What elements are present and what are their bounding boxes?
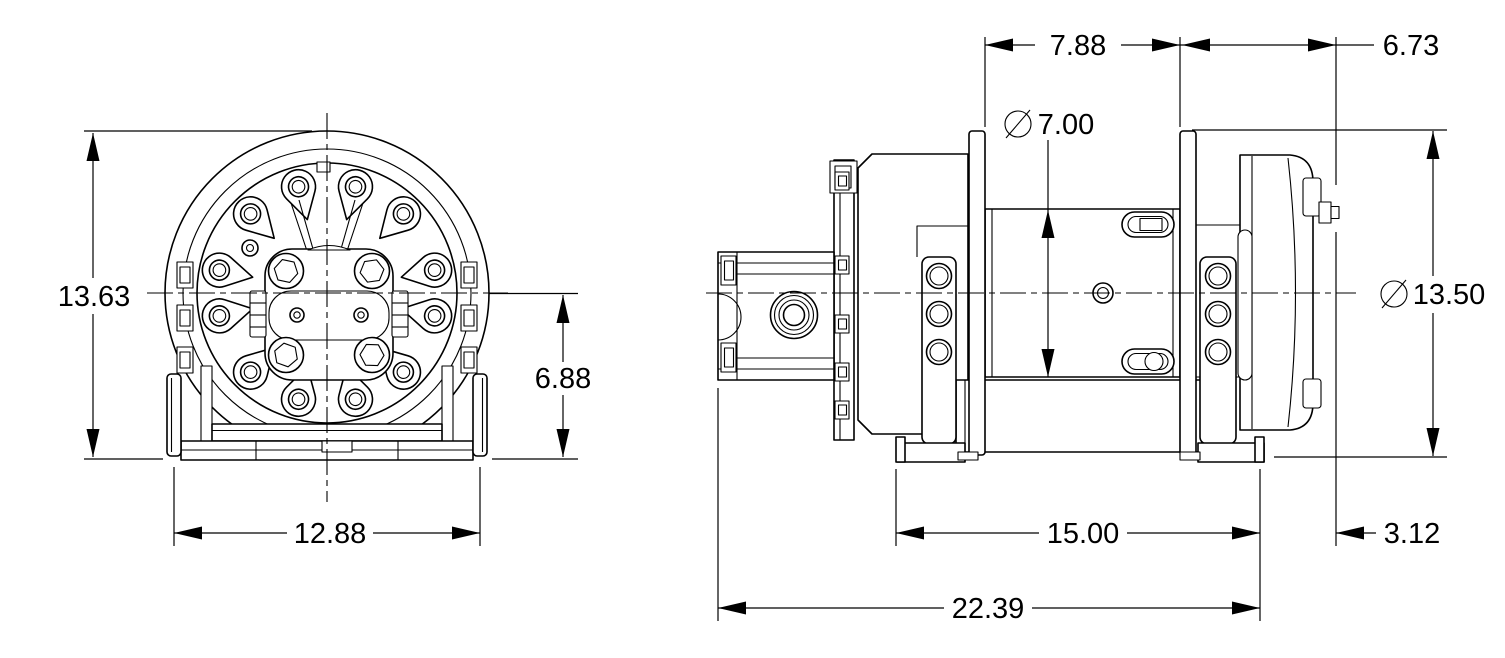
dimensions: 13.63 12.88 6.88 7.88 [51, 28, 1486, 625]
keyway-notch [316, 161, 331, 173]
flange-bolt [834, 314, 850, 334]
dim-text-right-overhang: 3.12 [1384, 518, 1440, 550]
hub-hex-bolt [267, 336, 305, 374]
dim-text-centerline-height: 6.88 [535, 363, 591, 395]
edge-bolt [176, 261, 194, 289]
rope-guide-lines [290, 199, 364, 252]
dim-text-overall-height: 13.63 [58, 281, 131, 313]
dim-text-flange-diameter: 13.50 [1413, 279, 1486, 311]
dim-text-drum-length: 7.88 [1050, 30, 1106, 62]
dimension-base-width: 12.88 [173, 467, 481, 550]
dimension-overall-length: 22.39 [717, 388, 1260, 625]
flange-bolt [834, 400, 850, 420]
small-pin-hole [241, 239, 259, 257]
dimension-drum-diameter: 7.00 [1004, 109, 1094, 377]
rope-anchor-slot [1121, 211, 1175, 238]
dim-text-drum-diameter: 7.00 [1038, 109, 1094, 141]
hub-hex-bolt [267, 252, 305, 290]
dimension-centerline-height: 6.88 [489, 292, 605, 460]
flange-bolt [834, 255, 850, 275]
hydraulic-motor [717, 251, 835, 381]
front-view [147, 113, 508, 502]
rope-anchor-slot [1121, 348, 1175, 375]
edge-bolt [460, 261, 478, 289]
dim-text-base-length: 15.00 [1047, 518, 1120, 550]
front-motor-hub [249, 244, 409, 381]
dimension-right-overhang: 3.12 [1336, 518, 1440, 550]
drum-barrel [984, 208, 1181, 378]
dimension-flange-to-end: 6.73 [1180, 30, 1439, 546]
ear-tab [1302, 378, 1322, 409]
dim-text-base-width: 12.88 [294, 518, 367, 550]
tie-bracket-right [1197, 256, 1265, 463]
ear-tab [1302, 177, 1322, 217]
diameter-symbol-icon [1380, 279, 1408, 309]
dimension-base-length: 15.00 [895, 469, 1261, 621]
hub-hex-bolt [353, 252, 391, 290]
dimension-drum-length: 7.88 [984, 28, 1181, 127]
diameter-symbol-icon [1004, 109, 1032, 139]
end-bolt [1318, 201, 1340, 224]
dimension-flange-diameter: 13.50 [1192, 129, 1486, 458]
motor-port [769, 290, 819, 340]
edge-bolt [176, 346, 194, 374]
hub-side-tab [391, 290, 409, 338]
flange-bolt [834, 171, 850, 191]
flange-bolt [834, 362, 850, 382]
dim-text-overall-length: 22.39 [952, 593, 1025, 625]
edge-bolt [460, 304, 478, 332]
tie-bracket-left [895, 256, 966, 463]
edge-bolt [460, 346, 478, 374]
edge-bolt [176, 304, 194, 332]
base-cross-member [955, 379, 1203, 453]
dim-text-flange-to-end: 6.73 [1383, 30, 1439, 62]
side-view [706, 130, 1356, 463]
hub-hex-bolt [353, 336, 391, 374]
hub-side-tab [249, 290, 267, 338]
dimension-overall-height: 13.63 [51, 130, 312, 460]
